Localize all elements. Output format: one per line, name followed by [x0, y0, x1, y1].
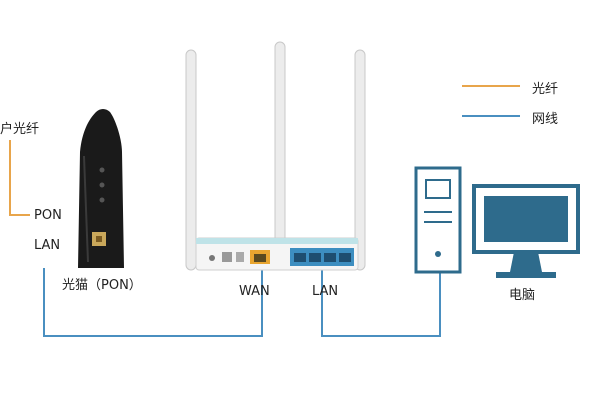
modem-lan-label: LAN — [34, 238, 61, 253]
monitor-icon — [472, 184, 580, 278]
modem-pon-label: PON — [34, 208, 62, 223]
wireless-router-icon — [185, 41, 366, 271]
desktop-tower-icon — [414, 166, 462, 274]
cable-modem-to-router — [43, 268, 263, 337]
router-wan-label: WAN — [239, 284, 270, 299]
cable-router-to-computer — [321, 268, 441, 337]
computer-name-label: 电脑 — [509, 288, 536, 303]
modem-name-label: 光猫（PON） — [62, 278, 142, 293]
legend-cable-label: 网线 — [532, 112, 559, 127]
router-lan-label: LAN — [312, 284, 339, 299]
fiber-line — [9, 140, 30, 216]
legend-fiber-label: 光纤 — [532, 82, 559, 97]
fiber-modem-icon — [78, 109, 124, 268]
fiber-in-label: 户光纤 — [0, 122, 40, 137]
